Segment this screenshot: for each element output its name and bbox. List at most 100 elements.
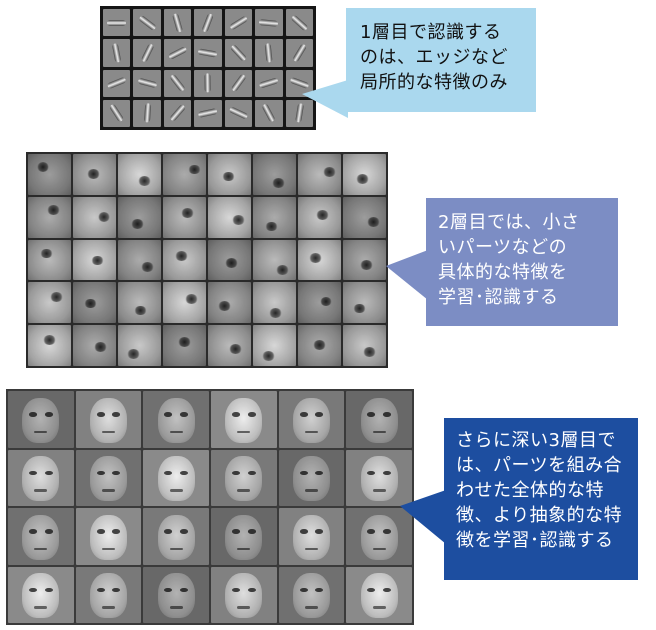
layer1-feature-tile bbox=[133, 9, 161, 37]
layer2-feature-tile bbox=[343, 196, 386, 238]
layer2-feature-tile bbox=[298, 282, 341, 324]
layer2-feature-tile bbox=[28, 154, 71, 195]
layer3-feature-tile bbox=[278, 566, 345, 623]
layer3-feature-tile bbox=[8, 391, 74, 448]
layer2-feature-tile bbox=[73, 196, 116, 238]
layer2-feature-tile bbox=[163, 154, 206, 195]
layer3-feature-tile bbox=[75, 508, 142, 565]
layer2-feature-tile bbox=[208, 325, 251, 366]
layer3-feature-tile bbox=[278, 449, 345, 506]
layer2-feature-tile bbox=[118, 196, 161, 238]
layer1-feature-tile bbox=[224, 39, 253, 67]
layer1-feature-tile bbox=[194, 69, 222, 97]
layer2-feature-tile bbox=[28, 196, 71, 238]
layer1-feature-tile bbox=[194, 99, 222, 127]
layer2-feature-tile bbox=[253, 239, 296, 281]
layer3-feature-tile bbox=[210, 566, 277, 623]
layer2-feature-tile bbox=[208, 282, 251, 324]
layer1-feature-tile bbox=[194, 9, 222, 37]
layer2-feature-tile bbox=[163, 325, 206, 366]
layer1-feature-tile bbox=[285, 9, 313, 37]
layer2-feature-tile bbox=[28, 282, 71, 324]
layer1-feature-tile bbox=[255, 39, 283, 67]
layer2-feature-tile bbox=[343, 325, 386, 366]
layer3-feature-tile bbox=[210, 391, 277, 448]
layer1-edge-filter-grid bbox=[100, 6, 316, 130]
layer2-feature-tile bbox=[253, 282, 296, 324]
layer3-feature-tile bbox=[143, 391, 209, 448]
layer2-feature-tile bbox=[253, 325, 296, 366]
layer1-feature-tile bbox=[103, 69, 131, 97]
layer2-feature-tile bbox=[73, 325, 116, 366]
layer2-feature-tile bbox=[28, 239, 71, 281]
layer3-face-feature-grid bbox=[6, 389, 414, 625]
layer2-feature-tile bbox=[118, 325, 161, 366]
layer1-callout-pointer bbox=[302, 80, 348, 118]
layer3-callout-pointer bbox=[400, 490, 446, 544]
layer3-feature-tile bbox=[278, 508, 345, 565]
layer1-feature-tile bbox=[163, 69, 192, 97]
layer1-callout-text: 1層目で認識する のは、エッジなど 局所的な特徴のみ bbox=[360, 22, 508, 93]
layer2-feature-tile bbox=[208, 239, 251, 281]
layer1-feature-tile bbox=[103, 39, 131, 67]
layer1-feature-tile bbox=[224, 69, 253, 97]
layer2-feature-tile bbox=[298, 154, 341, 195]
layer3-feature-tile bbox=[8, 508, 74, 565]
layer2-feature-tile bbox=[208, 196, 251, 238]
layer2-feature-tile bbox=[343, 154, 386, 195]
layer2-feature-tile bbox=[163, 239, 206, 281]
layer3-feature-tile bbox=[143, 449, 209, 506]
layer3-feature-tile bbox=[346, 566, 412, 623]
layer2-callout: 2層目では、小さ いパーツなどの 具体的な特徴を 学習･認識する bbox=[386, 198, 618, 326]
layer2-feature-tile bbox=[73, 282, 116, 324]
layer3-feature-tile bbox=[278, 391, 345, 448]
layer1-feature-tile bbox=[103, 99, 131, 127]
layer2-feature-tile bbox=[118, 282, 161, 324]
layer2-feature-tile bbox=[298, 325, 341, 366]
layer3-callout-text: さらに深い3層目で は、パーツを組み合 わせた全体的な特 徴、より抽象的な特 徴… bbox=[456, 430, 623, 551]
layer1-feature-tile bbox=[194, 39, 222, 67]
layer2-feature-tile bbox=[343, 282, 386, 324]
layer1-feature-tile bbox=[133, 99, 161, 127]
layer2-feature-tile bbox=[208, 154, 251, 195]
layer3-feature-tile bbox=[8, 566, 74, 623]
layer3-feature-tile bbox=[75, 449, 142, 506]
layer1-feature-tile bbox=[163, 9, 192, 37]
layer1-feature-tile bbox=[163, 99, 192, 127]
layer2-feature-tile bbox=[118, 239, 161, 281]
layer3-feature-tile bbox=[143, 566, 209, 623]
layer2-part-feature-grid bbox=[26, 152, 388, 368]
layer2-feature-tile bbox=[343, 239, 386, 281]
layer2-feature-tile bbox=[253, 196, 296, 238]
layer1-feature-tile bbox=[255, 99, 283, 127]
layer1-feature-tile bbox=[103, 9, 131, 37]
layer3-feature-tile bbox=[210, 449, 277, 506]
layer2-feature-tile bbox=[163, 282, 206, 324]
layer2-feature-tile bbox=[73, 239, 116, 281]
layer2-feature-tile bbox=[28, 325, 71, 366]
layer3-feature-tile bbox=[8, 449, 74, 506]
layer3-callout: さらに深い3層目で は、パーツを組み合 わせた全体的な特 徴、より抽象的な特 徴… bbox=[400, 418, 638, 580]
layer3-feature-tile bbox=[210, 508, 277, 565]
layer2-feature-tile bbox=[298, 239, 341, 281]
layer1-feature-tile bbox=[255, 69, 283, 97]
layer2-feature-tile bbox=[73, 154, 116, 195]
layer1-feature-tile bbox=[163, 39, 192, 67]
layer2-feature-tile bbox=[163, 196, 206, 238]
layer2-feature-tile bbox=[298, 196, 341, 238]
layer3-feature-tile bbox=[143, 508, 209, 565]
layer1-feature-tile bbox=[255, 9, 283, 37]
layer2-callout-pointer bbox=[386, 250, 428, 300]
layer3-feature-tile bbox=[346, 391, 412, 448]
layer1-feature-tile bbox=[224, 99, 253, 127]
layer3-feature-tile bbox=[75, 391, 142, 448]
layer1-callout: 1層目で認識する のは、エッジなど 局所的な特徴のみ bbox=[302, 8, 536, 118]
layer1-feature-tile bbox=[285, 39, 313, 67]
layer1-feature-tile bbox=[133, 39, 161, 67]
layer3-feature-tile bbox=[75, 566, 142, 623]
layer1-feature-tile bbox=[224, 9, 253, 37]
layer2-callout-text: 2層目では、小さ いパーツなどの 具体的な特徴を 学習･認識する bbox=[438, 212, 580, 308]
layer2-feature-tile bbox=[253, 154, 296, 195]
layer1-feature-tile bbox=[133, 69, 161, 97]
layer2-feature-tile bbox=[118, 154, 161, 195]
